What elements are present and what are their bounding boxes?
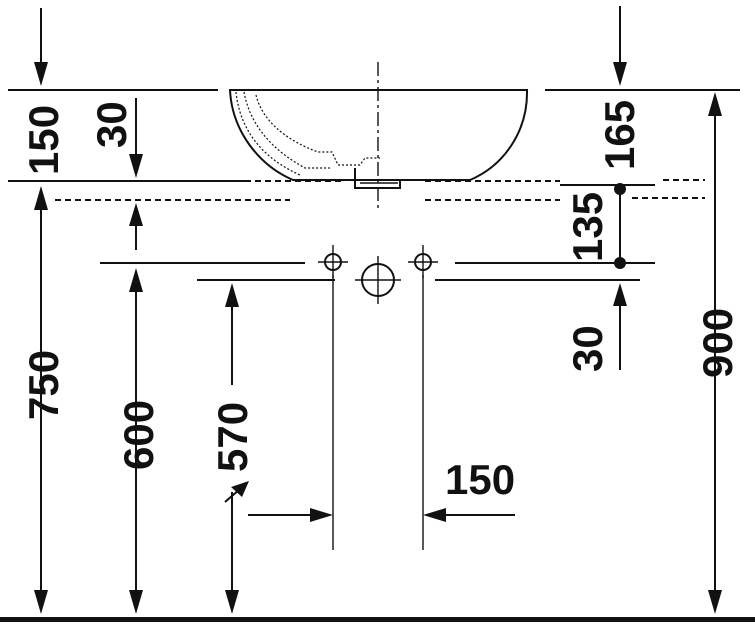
dim-label-30-top: 30 [88, 101, 135, 148]
dim-label-600: 600 [115, 400, 162, 470]
pointer-arrow [224, 481, 249, 503]
dim-label-165: 165 [596, 100, 643, 170]
dim-label-750: 750 [20, 350, 67, 420]
floor-line [0, 617, 755, 622]
dimension-lines [34, 6, 722, 614]
dim-label-570: 570 [209, 402, 256, 472]
dim-label-150-top: 150 [20, 105, 67, 175]
dim-label-30-right: 30 [564, 325, 611, 372]
dim-label-900: 900 [694, 308, 741, 378]
pipe-connections [318, 245, 438, 550]
reference-lines [8, 89, 740, 281]
dim-label-150-spacing: 150 [445, 456, 515, 503]
dim-label-135: 135 [564, 192, 611, 262]
